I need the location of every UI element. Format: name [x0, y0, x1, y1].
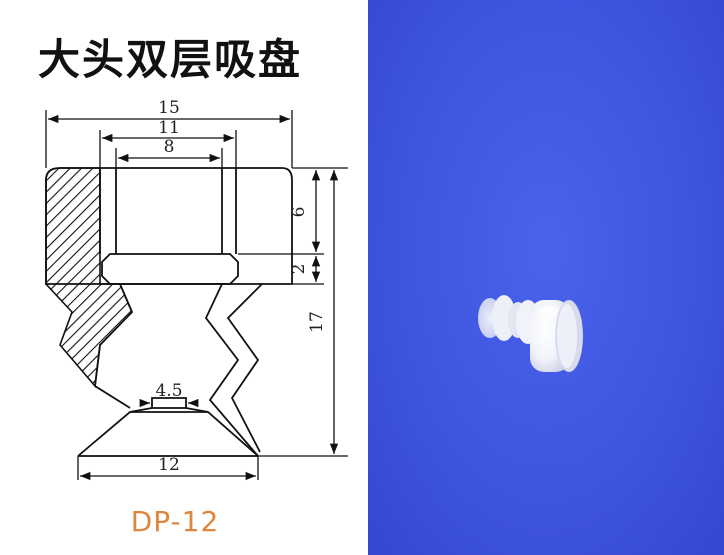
suction-cup-outline — [45, 167, 293, 457]
dim-bore-outer: 11 — [158, 118, 180, 138]
dim-bore-depth: 6 — [289, 207, 309, 218]
product-title: 大头双层吸盘 — [38, 35, 303, 84]
hatched-section — [45, 167, 133, 388]
suction-cup-photo — [478, 295, 583, 372]
technical-drawing: 15 11 8 4.5 12 6 2 17 — [45, 98, 348, 481]
product-photo — [478, 295, 583, 372]
dim-bore-inner: 8 — [164, 137, 175, 157]
drawing-panel: 大头双层吸盘 — [38, 35, 348, 538]
model-code: DP-12 — [130, 505, 220, 538]
dim-step-height: 2 — [289, 264, 309, 275]
dim-neck: 4.5 — [155, 381, 182, 401]
dimension-lines — [45, 110, 348, 481]
dim-lip-width: 12 — [158, 455, 180, 475]
dim-total-height: 17 — [307, 311, 327, 333]
dim-overall-width: 15 — [158, 98, 180, 118]
product-photo-panel — [368, 0, 724, 555]
